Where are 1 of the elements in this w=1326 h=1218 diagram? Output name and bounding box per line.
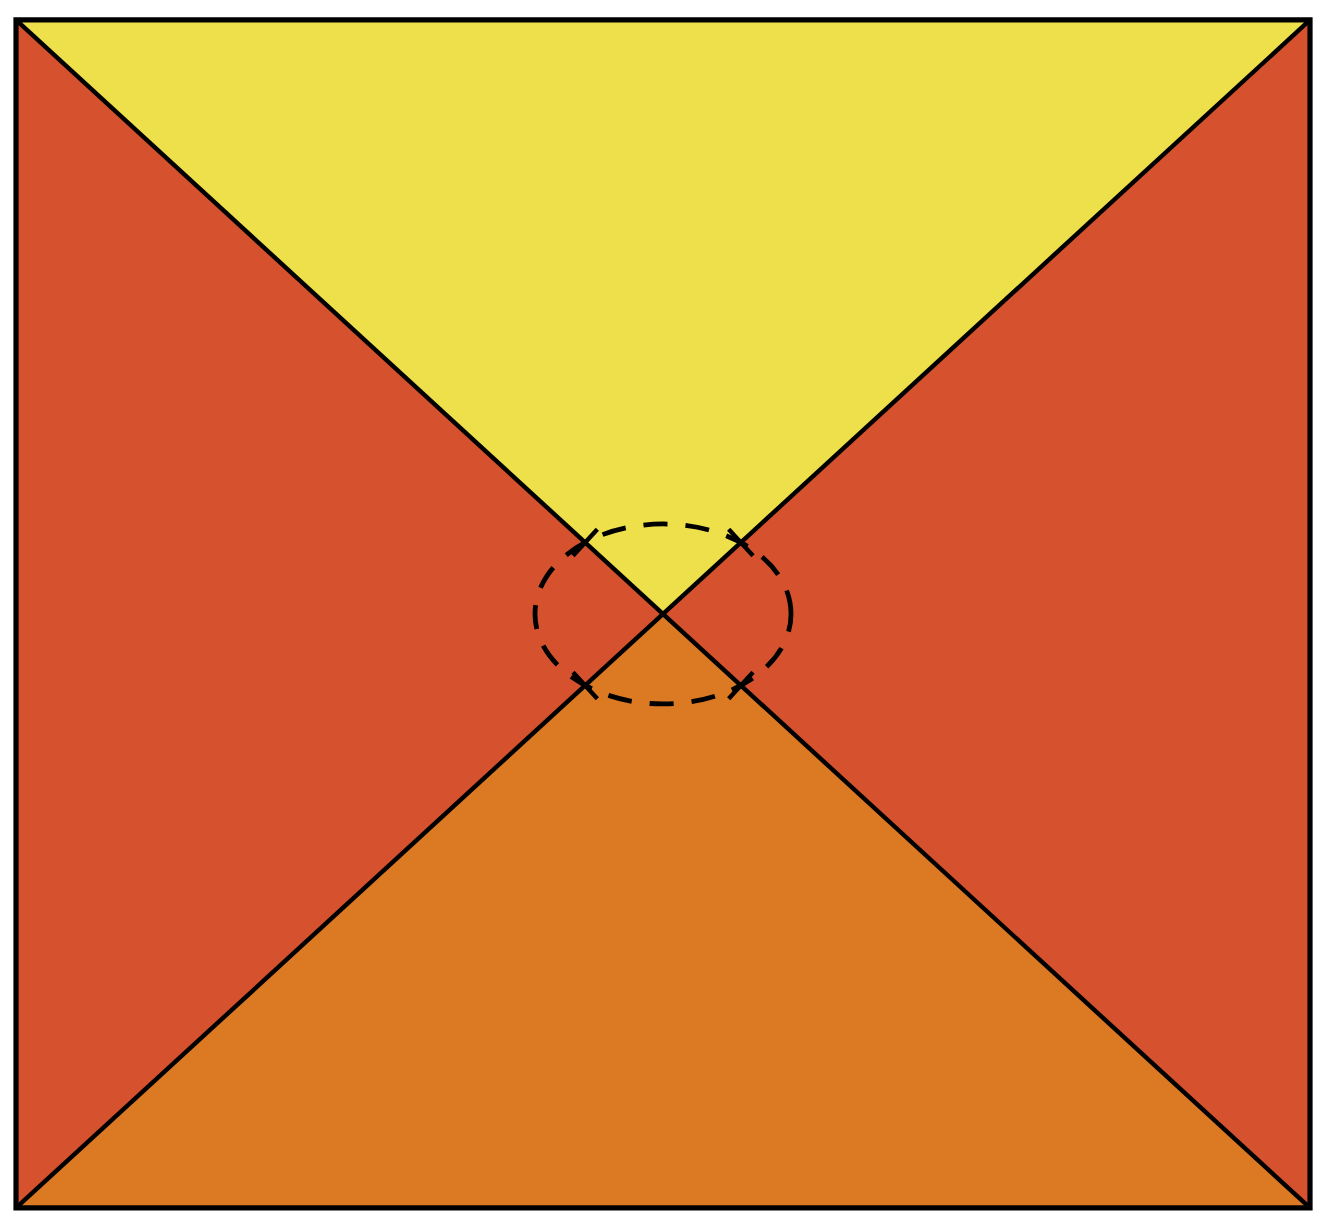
dashed-circle — [532, 521, 794, 707]
